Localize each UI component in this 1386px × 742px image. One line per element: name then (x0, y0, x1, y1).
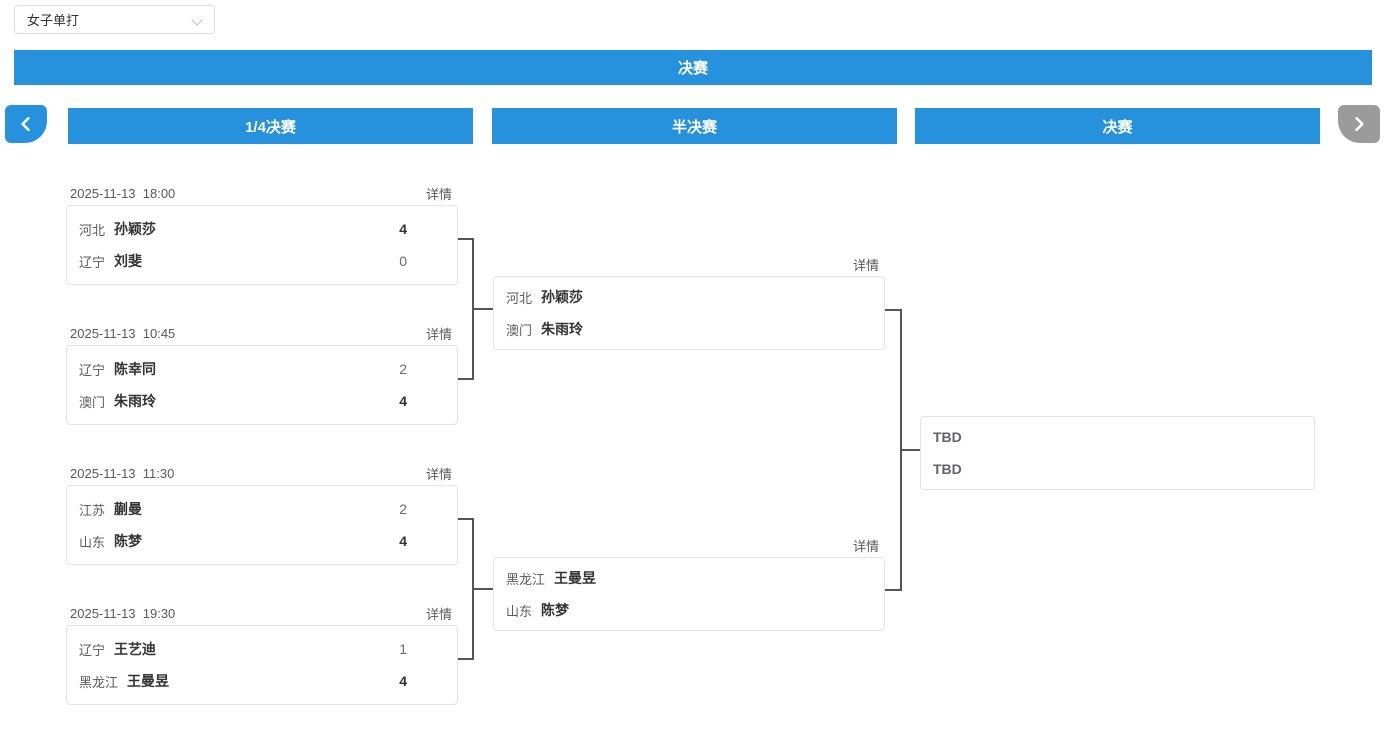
player-region: 辽宁 (79, 254, 106, 270)
player-row: 辽宁 刘斐 0 (67, 245, 457, 277)
player-row: 黑龙江 王曼昱 (494, 562, 884, 594)
player-row: 辽宁 王艺迪 1 (67, 633, 457, 665)
player-score: 0 (399, 253, 407, 269)
player-region: 山东 (506, 603, 533, 619)
match-meta: 详情 (493, 536, 885, 554)
match-card-sf1[interactable]: 河北 孙颖莎 澳门 朱雨玲 (493, 276, 885, 350)
player-name: 王曼昱 (554, 570, 597, 586)
match-card-qf4[interactable]: 辽宁 王艺迪 1 黑龙江 王曼昱 4 (66, 625, 458, 705)
round-header-semifinals: 半决赛 (492, 108, 897, 144)
player-region: 辽宁 (79, 642, 106, 658)
player-region: 澳门 (79, 394, 106, 410)
player-name: 陈梦 (114, 533, 143, 549)
round-header-final: 决赛 (915, 108, 1320, 144)
player-name: 孙颖莎 (541, 289, 584, 305)
match-card-qf2[interactable]: 辽宁 陈幸同 2 澳门 朱雨玲 4 (66, 345, 458, 425)
event-filter-select[interactable]: 女子单打 (14, 5, 215, 34)
chevron-left-icon (21, 116, 30, 132)
stage-banner: 决赛 (14, 50, 1372, 85)
player-score: 4 (399, 673, 407, 689)
chevron-right-icon (1355, 116, 1364, 132)
match-card-final[interactable]: TBD TBD (920, 416, 1315, 490)
bracket-connector (458, 658, 474, 660)
bracket-connector (474, 308, 493, 310)
player-region: 山东 (79, 534, 106, 550)
match-details-link[interactable]: 详情 (852, 538, 879, 554)
player-name: 王艺迪 (114, 641, 157, 657)
round-header-quarterfinals: 1/4决赛 (68, 108, 473, 144)
match-details-link[interactable]: 详情 (425, 186, 452, 202)
match-datetime: 2025-11-13 10:45 (70, 325, 176, 341)
match-meta: 详情 (493, 255, 885, 273)
bracket-connector (885, 589, 902, 591)
player-row: 辽宁 陈幸同 2 (67, 353, 457, 385)
player-row: 山东 陈梦 (494, 594, 884, 626)
bracket-connector (458, 238, 474, 240)
player-name: 王曼昱 (127, 673, 170, 689)
player-row: 澳门 朱雨玲 4 (67, 385, 457, 417)
player-score: 4 (399, 533, 407, 549)
player-name: 朱雨玲 (541, 321, 584, 337)
chevron-down-icon (191, 14, 203, 26)
player-name: 孙颖莎 (114, 221, 157, 237)
bracket-connector (900, 309, 902, 591)
player-score: 1 (399, 641, 407, 657)
match-meta: 2025-11-13 10:45 详情 (66, 324, 458, 342)
player-region: 河北 (79, 222, 106, 238)
bracket-connector (472, 518, 474, 660)
next-round-button[interactable] (1338, 105, 1380, 143)
bracket-connector (885, 309, 902, 311)
match-meta: 2025-11-13 18:00 详情 (66, 184, 458, 202)
prev-round-button[interactable] (5, 105, 47, 143)
player-region: 澳门 (506, 322, 533, 338)
match-details-link[interactable]: 详情 (425, 466, 452, 482)
bracket-connector (472, 238, 474, 380)
bracket-connector (458, 378, 474, 380)
match-meta: 2025-11-13 19:30 详情 (66, 604, 458, 622)
player-name: 刘斐 (114, 253, 143, 269)
player-name: TBD (933, 429, 962, 445)
match-details-link[interactable]: 详情 (425, 326, 452, 342)
player-row: 山东 陈梦 4 (67, 525, 457, 557)
match-card-qf3[interactable]: 江苏 蒯曼 2 山东 陈梦 4 (66, 485, 458, 565)
player-region: 河北 (506, 290, 533, 306)
match-card-qf1[interactable]: 河北 孙颖莎 4 辽宁 刘斐 0 (66, 205, 458, 285)
player-score: 4 (399, 393, 407, 409)
match-datetime: 2025-11-13 19:30 (70, 605, 176, 621)
player-name: 陈梦 (541, 602, 570, 618)
player-row: 河北 孙颖莎 4 (67, 213, 457, 245)
player-name: 陈幸同 (114, 361, 157, 377)
player-score: 4 (399, 221, 407, 237)
player-region: 黑龙江 (79, 674, 119, 690)
event-filter-value: 女子单打 (27, 13, 80, 28)
player-name: TBD (933, 461, 962, 477)
match-meta: 2025-11-13 11:30 详情 (66, 464, 458, 482)
player-score: 2 (399, 501, 407, 517)
player-name: 蒯曼 (114, 501, 143, 517)
bracket-connector (458, 518, 474, 520)
player-name: 朱雨玲 (114, 393, 157, 409)
player-region: 江苏 (79, 502, 106, 518)
player-score: 2 (399, 361, 407, 377)
match-card-sf2[interactable]: 黑龙江 王曼昱 山东 陈梦 (493, 557, 885, 631)
bracket-connector (474, 588, 493, 590)
match-datetime: 2025-11-13 11:30 (70, 465, 175, 481)
player-row: TBD (921, 421, 1314, 453)
match-datetime: 2025-11-13 18:00 (70, 185, 176, 201)
player-row: TBD (921, 453, 1314, 485)
match-details-link[interactable]: 详情 (425, 606, 452, 622)
bracket-connector (902, 449, 920, 451)
match-details-link[interactable]: 详情 (852, 257, 879, 273)
player-row: 河北 孙颖莎 (494, 281, 884, 313)
player-region: 辽宁 (79, 362, 106, 378)
player-row: 黑龙江 王曼昱 4 (67, 665, 457, 697)
player-row: 江苏 蒯曼 2 (67, 493, 457, 525)
player-row: 澳门 朱雨玲 (494, 313, 884, 345)
player-region: 黑龙江 (506, 571, 546, 587)
